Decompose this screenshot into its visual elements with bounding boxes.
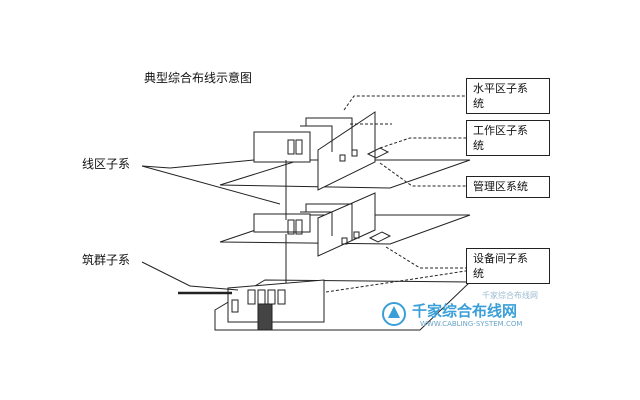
diagram-title: 典型综合布线示意图 xyxy=(144,71,253,85)
brand-logo-icon xyxy=(382,302,406,326)
watermark-tag: 千家综合布线网 xyxy=(482,291,538,300)
horizontal-subsystem-box: 水平区子系 统 xyxy=(466,78,550,114)
server-cabinet xyxy=(257,303,273,331)
watermark-brand: 千家综合布线网 xyxy=(412,302,518,320)
admin-subsystem-box: 管理区系统 xyxy=(466,176,550,198)
upper-wall-right xyxy=(317,111,376,191)
campus-label: 筑群子系 xyxy=(82,253,131,267)
equipment-room-subsystem-box: 设备间子系 统 xyxy=(466,248,550,284)
work-area-subsystem-box: 工作区子系 统 xyxy=(466,120,550,156)
upper-rack xyxy=(287,139,295,155)
equipment-room-box xyxy=(227,279,325,323)
watermark-url: WWW.CABLING-SYSTEM.COM xyxy=(420,320,523,328)
middle-rack xyxy=(287,219,295,235)
watermark: 千家综合布线网 千家综合布线网 WWW.CABLING-SYSTEM.COM xyxy=(380,290,540,338)
upper-floor-slab xyxy=(219,159,471,189)
building-backbone-label: 线区子系 xyxy=(82,157,131,171)
ground-floor-slab xyxy=(214,279,472,331)
middle-wall-right xyxy=(317,192,376,257)
